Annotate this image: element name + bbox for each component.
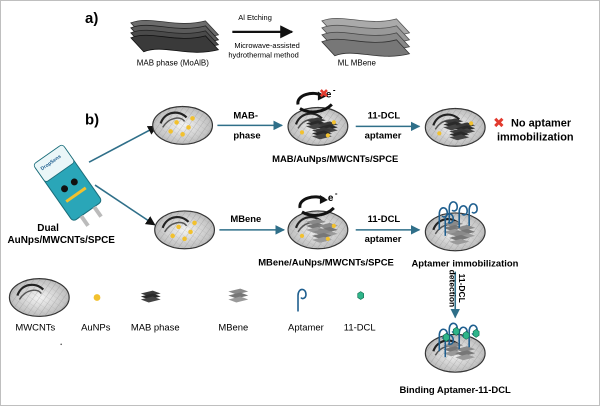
electron-transfer-top: e - ✖ xyxy=(296,86,336,114)
electrode-bottom-1 xyxy=(153,209,216,250)
electrode-aptamer-immobilized xyxy=(424,201,487,252)
legend-mab-icon xyxy=(140,290,161,303)
ml-mbene-caption: ML MBene xyxy=(338,59,377,68)
panel-b-label: b) xyxy=(85,111,99,128)
mab-phase-caption: MAB phase (MoAlB) xyxy=(137,59,209,68)
legend-aptamer-label: Aptamer xyxy=(288,322,324,333)
dual-label-line1: Dual xyxy=(37,223,59,234)
legend-aunps-icon xyxy=(93,294,101,301)
panel-a-label: a) xyxy=(85,10,98,27)
binding-caption: Binding Aptamer-11-DCL xyxy=(400,385,512,396)
etching-label: Al Etching xyxy=(238,13,272,22)
hydrothermal-label: hydrothermal method xyxy=(228,51,298,60)
detection-label1: 11-DCL xyxy=(457,274,467,303)
branch-arrow-bottom xyxy=(94,184,156,226)
no-aptamer-x-icon: ✖ xyxy=(493,115,505,131)
dual-electrode-device: DropSens xyxy=(33,144,103,227)
top-arrow2-label1: 11-DCL xyxy=(368,110,401,121)
legend-dcl-label: 11-DCL xyxy=(344,322,376,333)
electrode-bottom-2 xyxy=(286,209,349,250)
dual-label-line2: AuNps/MWCNTs/SPCE xyxy=(7,235,115,246)
top-arrow1-label1: MAB- xyxy=(233,110,258,121)
svg-text:-: - xyxy=(335,189,338,198)
legend-mwcnts-icon xyxy=(8,277,71,318)
mab-phase-sheets xyxy=(130,19,220,53)
bot-arrow2-label2: aptamer xyxy=(365,234,402,245)
bot-arrow1-label: MBene xyxy=(230,214,261,225)
legend-mbene-icon xyxy=(228,288,249,303)
top-caption: MAB/AuNps/MWCNTs/SPCE xyxy=(272,154,398,165)
microwave-label: Microwave-assisted xyxy=(234,41,299,50)
legend-mab-label: MAB phase xyxy=(131,322,180,333)
bottom-caption: MBene/AuNps/MWCNTs/SPCE xyxy=(258,258,394,269)
branch-arrow-top xyxy=(88,125,158,163)
legend-mwcnts-label: MWCNTs xyxy=(15,322,55,333)
electrode-top-2 xyxy=(286,106,349,147)
svg-text:-: - xyxy=(333,86,336,95)
no-aptamer-line1: No aptamer xyxy=(511,117,572,129)
legend-mbene-label: MBene xyxy=(218,322,248,333)
bot-arrow2-label1: 11-DCL xyxy=(368,214,401,225)
aptamer-immobilization-caption: Aptamer immobilization xyxy=(411,259,518,270)
legend-aptamer-icon xyxy=(297,288,307,313)
blocked-x-icon: ✖ xyxy=(319,87,329,101)
svg-text:e: e xyxy=(326,90,332,101)
electron-transfer-bottom: e - xyxy=(298,189,338,217)
electrode-binding xyxy=(424,322,487,374)
electrode-top-1 xyxy=(151,105,214,146)
top-arrow2-label2: aptamer xyxy=(365,130,402,141)
svg-text:e: e xyxy=(328,193,334,204)
electrode-top-3 xyxy=(424,107,487,148)
top-arrow1-label2: phase xyxy=(233,130,260,141)
detection-label2: detection xyxy=(447,270,457,308)
ml-mbene-sheets xyxy=(321,17,411,57)
stray-dot xyxy=(60,343,62,346)
legend-dcl-icon xyxy=(357,291,364,300)
legend-aunps-label: AuNPs xyxy=(81,322,111,333)
no-aptamer-line2: immobilization xyxy=(497,131,574,143)
